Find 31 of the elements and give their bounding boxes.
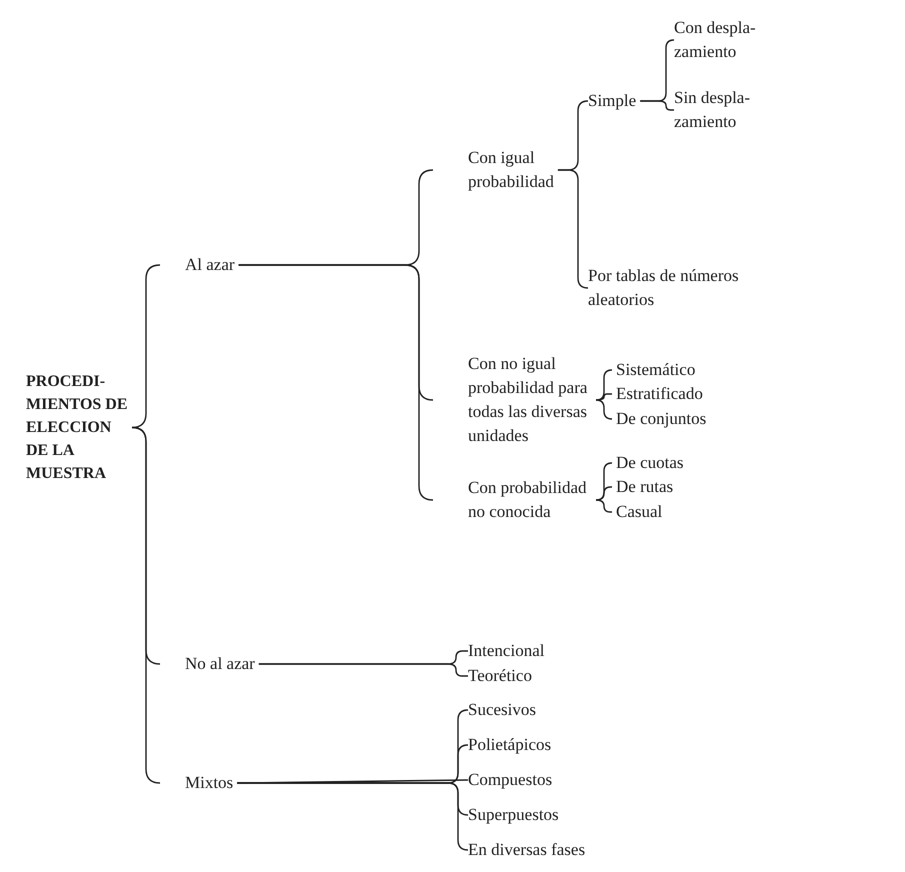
node-label: Estratificado [616, 383, 704, 405]
brace-connector [132, 426, 161, 784]
node-label: Simple [588, 90, 638, 112]
node-label: Sistemático [616, 359, 696, 381]
node-label: En diversas fases [468, 839, 586, 861]
node-label: Al azar [185, 254, 236, 276]
node-label: Con no igual probabilidad para todas las diversas unidades [468, 353, 588, 447]
node-label: Con despla- zamiento [674, 17, 757, 63]
brace-connector [596, 486, 612, 501]
brace-connector [596, 499, 612, 513]
node-label: Compuestos [468, 769, 554, 791]
node-label: De rutas [616, 476, 674, 498]
brace-connector [132, 264, 161, 428]
node-label: Con probabilidad no conocida [468, 477, 588, 523]
node-label: Polietápicos [468, 734, 552, 756]
node-label: Teorético [468, 665, 533, 687]
node-label: Por tablas de números aleatorios [588, 265, 740, 311]
node-label: Con igual probabilidad [468, 147, 555, 193]
brace-connector [258, 663, 468, 677]
node-label: Superpuestos [468, 804, 560, 826]
node-label: De cuotas [616, 452, 685, 474]
node-label: No al azar [185, 653, 256, 675]
node-label: Casual [616, 501, 664, 523]
node-label: Mixtos [185, 772, 234, 794]
node-label: Sucesivos [468, 699, 537, 721]
node-label: Sin despla- zamiento [674, 87, 752, 133]
node-label: Intencional [468, 640, 546, 662]
brace-connector [596, 393, 612, 401]
brace-connector [640, 100, 674, 111]
node-label: PROCEDI- MIENTOS DE ELECCION DE LA MUESTRA [26, 372, 129, 484]
node-label: De conjuntos [616, 408, 708, 430]
